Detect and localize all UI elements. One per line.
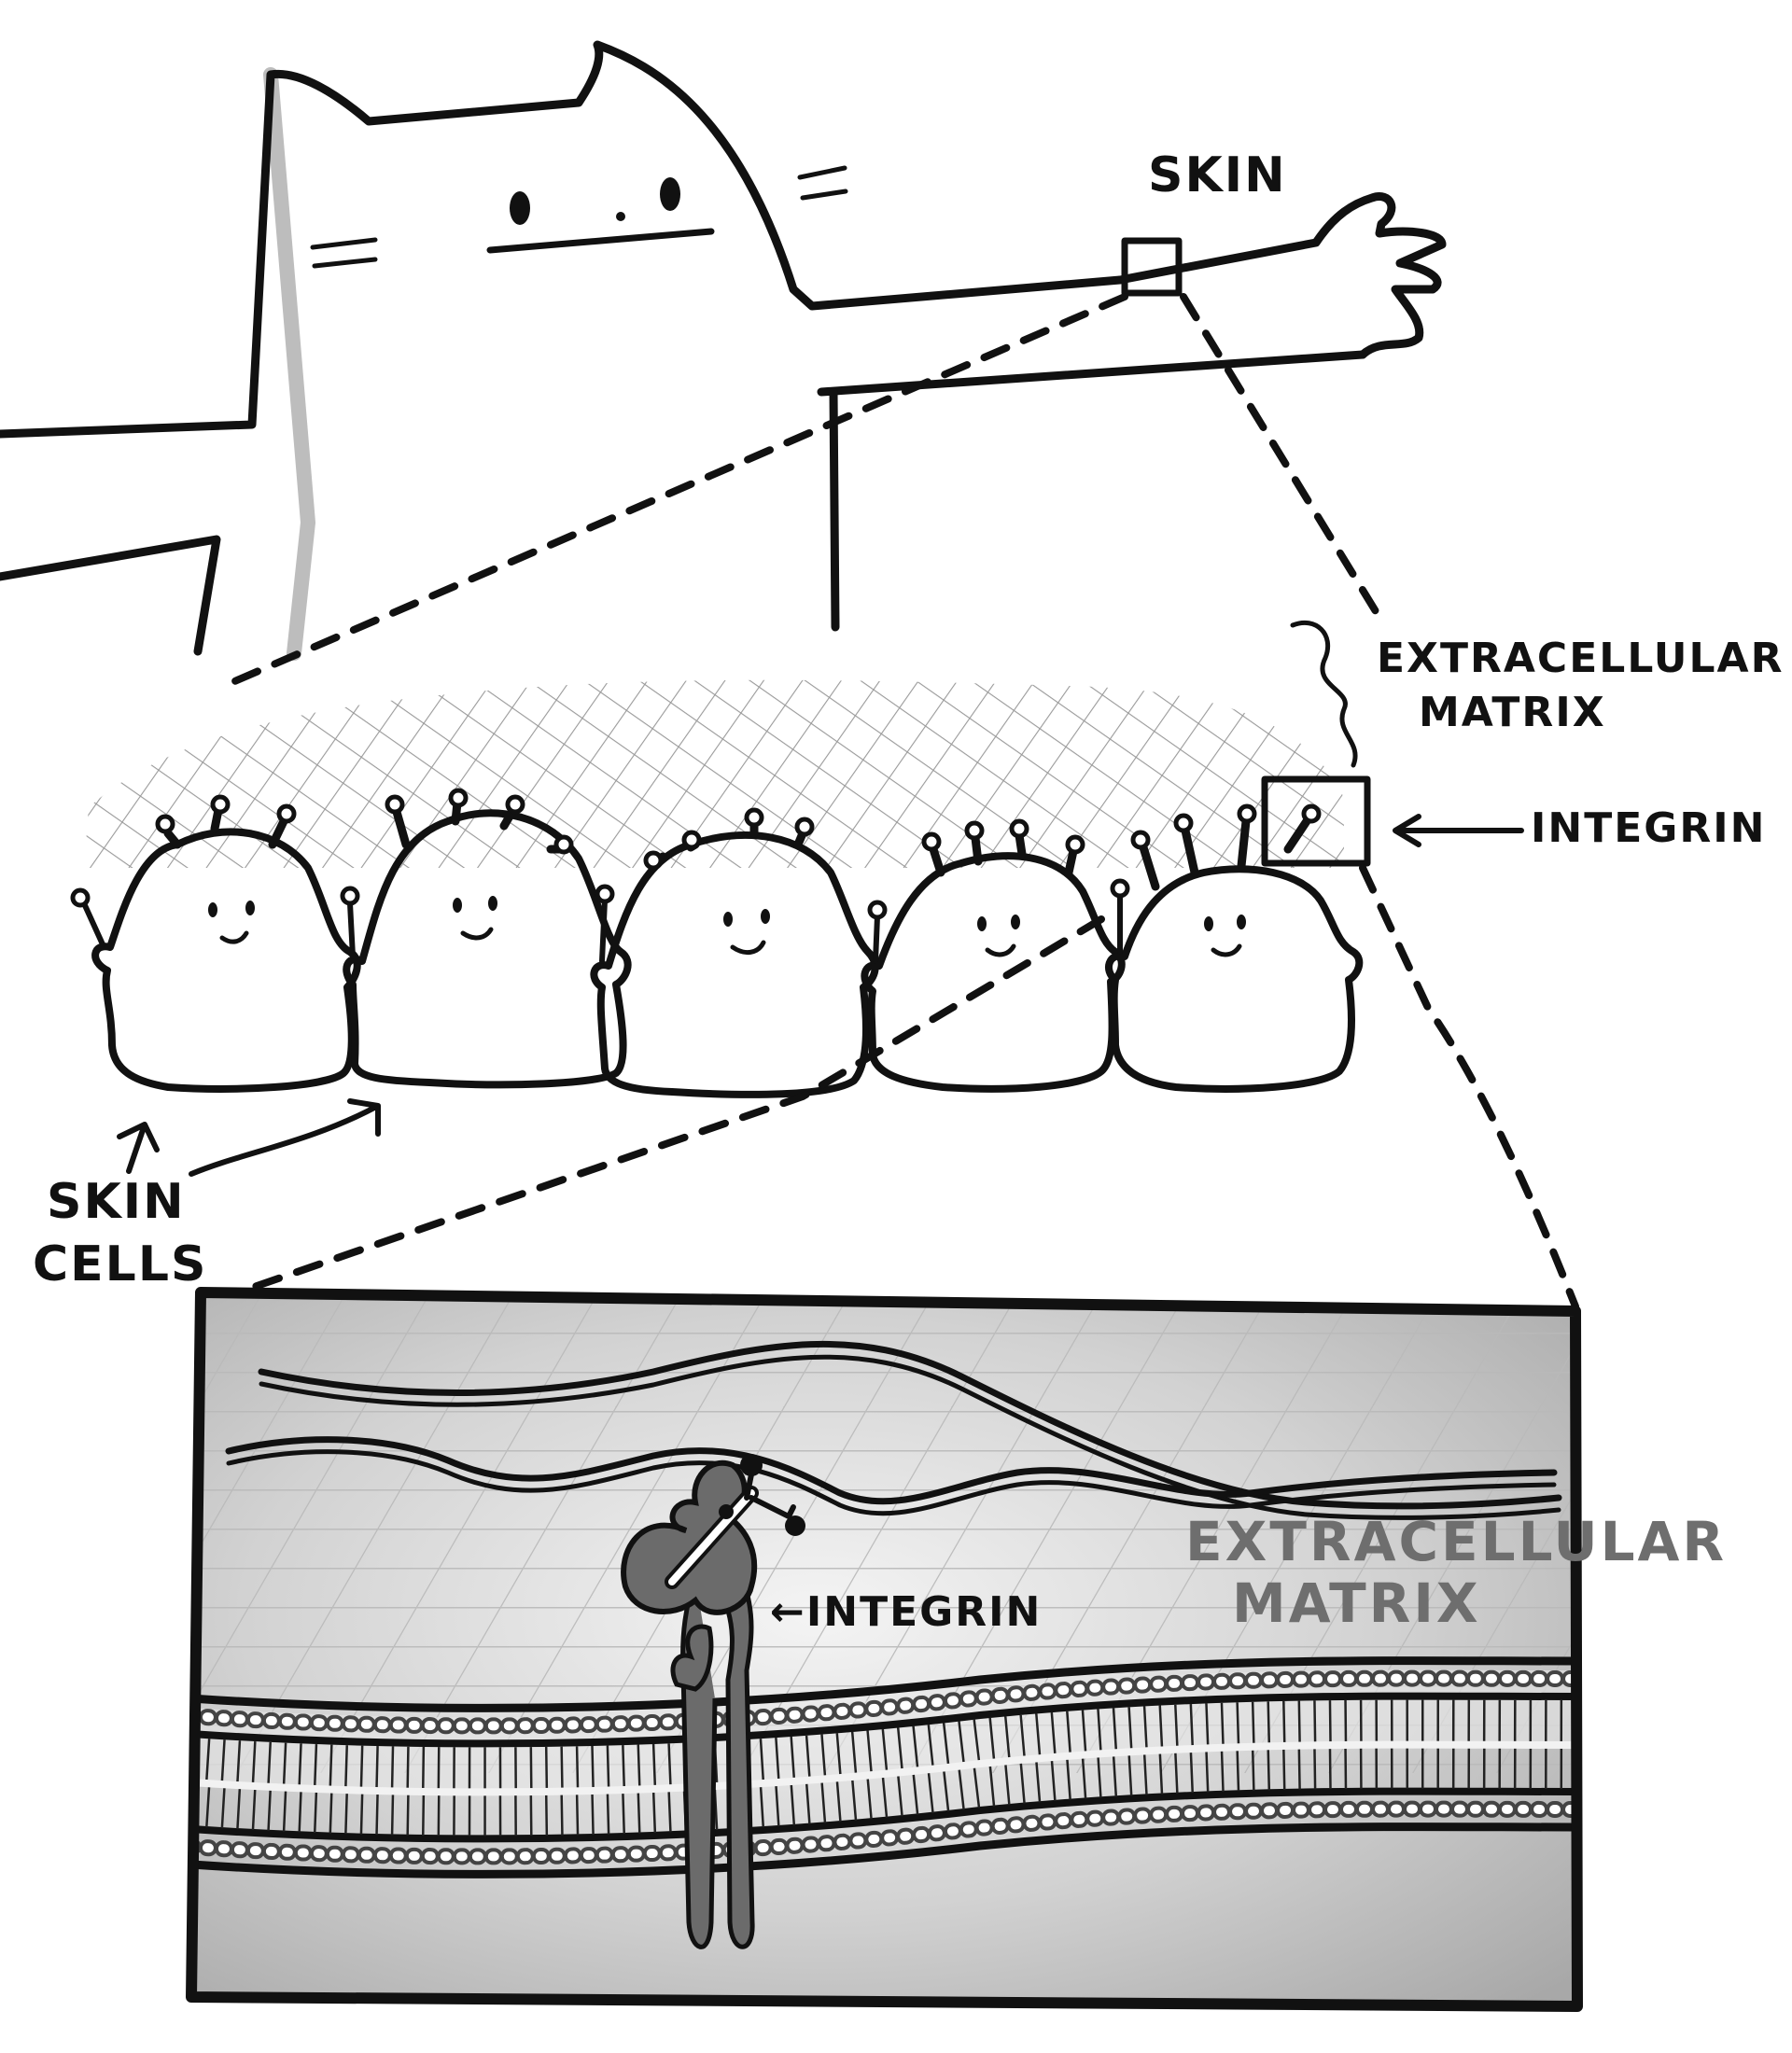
cell-integrins — [70, 788, 1322, 964]
skin-cell-3 — [590, 831, 879, 1098]
ecm-label-zoom-line2: MATRIX — [1232, 1571, 1481, 1635]
ecm-label-line1: EXTRACELLULAR — [1377, 635, 1784, 682]
skin-cells-row — [70, 788, 1364, 1098]
ecm-label-zoom-line1: EXTRACELLULAR — [1185, 1510, 1727, 1573]
ecm-label-line2: MATRIX — [1419, 689, 1606, 736]
zoom-line-panel-left — [234, 915, 1105, 1296]
zoom-panel — [186, 1287, 1583, 2012]
integrin-protein-icon — [621, 1454, 805, 1949]
integrin-marker-box — [1261, 775, 1371, 867]
skin-cells-arrow-2 — [189, 1098, 381, 1177]
integrin-arrow — [1393, 814, 1524, 847]
ecm-brace — [1290, 620, 1358, 768]
integrin-label-zoom: ←INTEGRIN — [770, 1588, 1042, 1636]
skin-cells-label-line1: SKIN — [47, 1174, 186, 1230]
lipid-bilayer-icon — [191, 1656, 1577, 1878]
skin-cell-4 — [861, 852, 1126, 1093]
skin-label: SKIN — [1148, 147, 1287, 203]
zoom-line-left — [220, 293, 1128, 690]
matrix-fibres — [225, 1340, 1562, 1520]
integrin-label-top: INTEGRIN — [1531, 804, 1766, 852]
skin-cell-1 — [91, 828, 361, 1093]
skin-cells-label-line2: CELLS — [33, 1236, 207, 1292]
skin-cell-5 — [1105, 865, 1364, 1093]
zoom-line-panel-right — [1359, 864, 1579, 1310]
zoom-line-right — [1180, 293, 1385, 624]
skin-cell-2 — [343, 809, 632, 1089]
skin-patch-marker — [1121, 237, 1183, 297]
skin-cells-arrow-1 — [117, 1122, 160, 1174]
cat-icon — [0, 40, 1447, 661]
